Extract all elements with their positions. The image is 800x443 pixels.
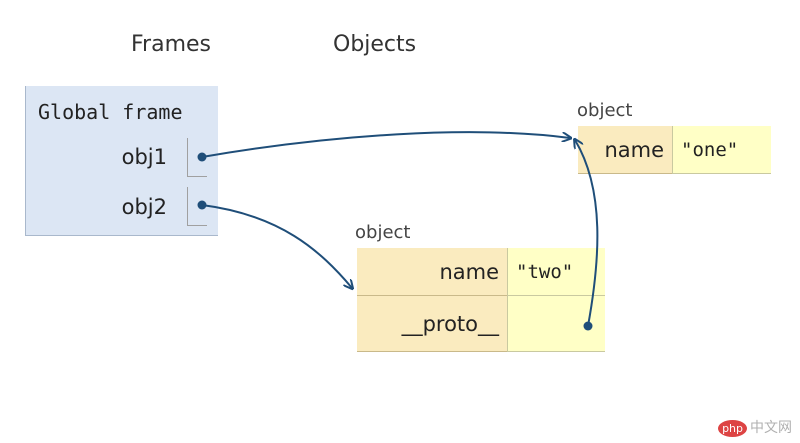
variable-obj2-name: obj2 — [121, 195, 167, 219]
object-one-label: object — [577, 100, 633, 121]
variable-obj1-slot — [187, 138, 207, 177]
object-two-label: object — [355, 222, 411, 243]
proto-pointer-arrow — [575, 140, 599, 327]
watermark-text: 中文网 — [750, 420, 792, 436]
global-frame: Global frame obj1 obj2 — [25, 86, 218, 236]
object-one-table: name "one" — [578, 126, 771, 174]
object-two-table: name "two" __proto__ — [357, 248, 605, 352]
variable-obj1-name: obj1 — [121, 145, 167, 169]
obj1-pointer-arrow — [201, 131, 570, 158]
object-value: "two" — [507, 248, 605, 296]
obj2-pointer-arrow — [201, 204, 352, 288]
variable-obj2-slot — [187, 187, 207, 226]
watermark-badge: php — [718, 420, 747, 437]
object-key: name — [578, 126, 672, 174]
object-row: name "two" — [357, 248, 605, 296]
object-row: name "one" — [578, 126, 771, 174]
global-frame-title: Global frame — [38, 100, 183, 124]
object-key: name — [357, 248, 507, 296]
object-value: "one" — [672, 126, 771, 174]
frames-heading: Frames — [131, 32, 212, 57]
object-key: __proto__ — [357, 296, 507, 352]
objects-heading: Objects — [333, 32, 417, 57]
